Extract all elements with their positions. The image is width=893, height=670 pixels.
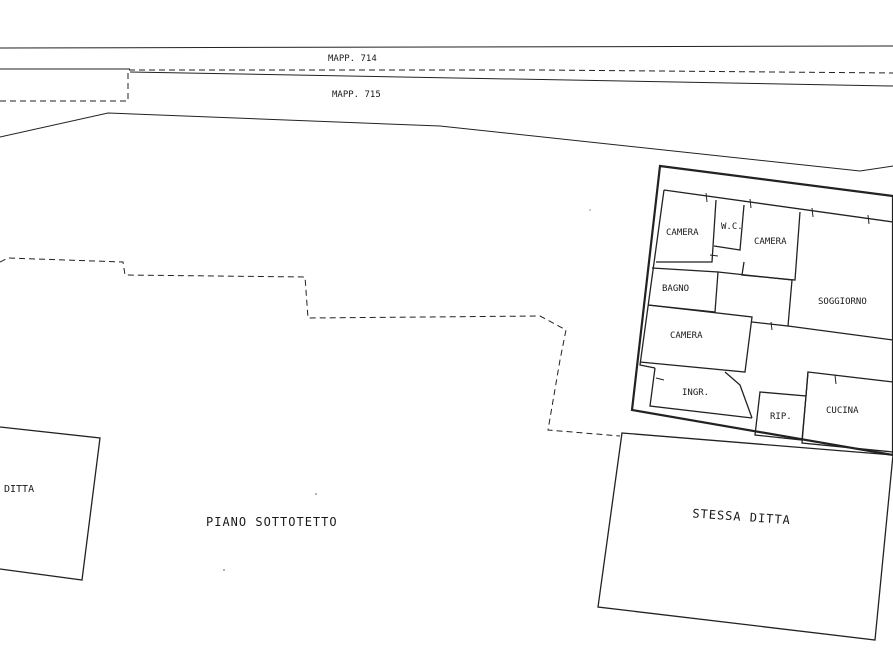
ingresso-walls [649,367,753,419]
apartment-inner-wall-top [663,189,893,223]
piano-sottotetto-label: PIANO SOTTOTETTO [206,515,338,529]
lot-boundary-line [0,112,893,172]
room-bagno-label: BAGNO [662,284,689,294]
apartment-outer-wall [630,164,893,457]
mapp-714-label: MAPP. 714 [328,54,377,64]
top-boundary-line [0,45,893,49]
room-camera-2-label: CAMERA [754,237,787,247]
stessa-ditta-label: STESSA DITTA [692,506,791,527]
mapp-715-label: MAPP. 715 [332,90,381,100]
attic-dashed-outline [0,257,621,437]
speck [589,209,591,211]
stessa-ditta-outline [597,432,893,641]
room-soggiorno-label: SOGGIORNO [818,297,867,307]
ditta-left-label: DITTA [4,484,34,495]
room-ingresso-label: INGR. [682,388,709,398]
camera-1-walls [656,199,717,263]
room-ripostiglio-label: RIP. [770,412,792,422]
speck [315,493,317,495]
room-cucina-label: CUCINA [826,406,859,416]
apartment-block [630,164,893,457]
room-camera-3-label: CAMERA [670,331,703,341]
room-camera-1-label: CAMERA [666,228,699,238]
parcel-boundaries [0,45,893,172]
apartment-inner-wall-west [639,189,665,369]
corridor-wall [717,271,793,327]
window-ticks [655,192,870,385]
camera-3-walls [639,304,753,373]
soggiorno-balcony-wall [805,371,809,397]
room-wc-label: W.C. [721,222,743,232]
wc-walls [713,204,745,251]
speck [223,569,225,571]
soggiorno-wall [787,325,893,341]
cucina-walls [801,371,893,453]
mapp-715-dashed-boundary [0,69,893,102]
ingresso-east-wall [724,371,753,419]
left-building-outline [0,426,101,581]
mapp-715-line [129,71,893,87]
